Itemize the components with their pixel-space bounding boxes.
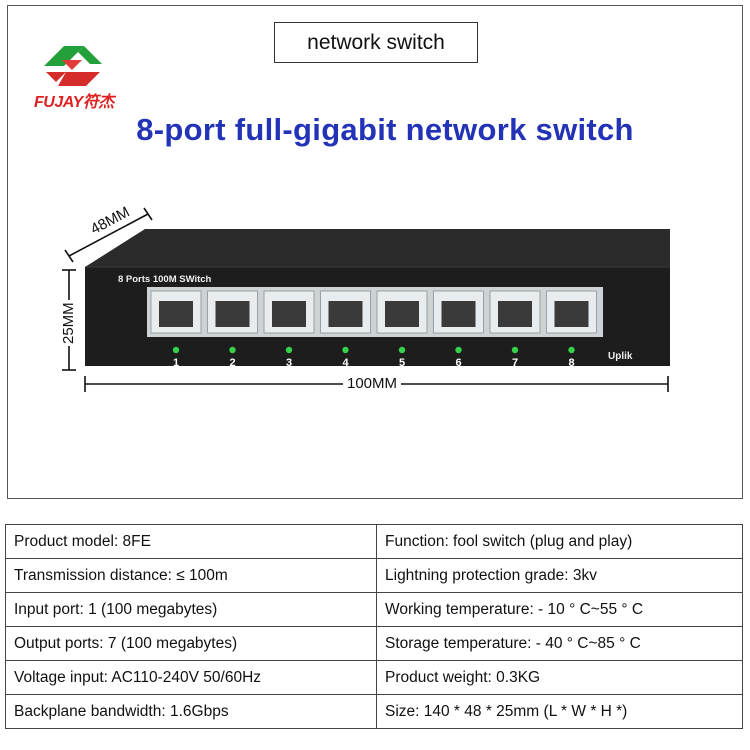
- spec-cell-right: Size: 140 * 48 * 25mm (L * W * H *): [376, 694, 743, 729]
- port-socket: [498, 301, 532, 327]
- port-led-icon: [285, 346, 293, 354]
- port-number: 5: [399, 357, 405, 369]
- port-number: 6: [455, 357, 461, 369]
- port-led-icon: [568, 346, 575, 354]
- port-socket: [554, 301, 589, 327]
- port-led-icon: [455, 346, 462, 354]
- port-number: 8: [568, 357, 574, 369]
- headline: 8-port full-gigabit network switch: [136, 112, 634, 147]
- device-label: 8 Ports 100M SWitch: [118, 274, 212, 285]
- spec-cell-right: Storage temperature: - 40 ° C~85 ° C: [376, 626, 743, 661]
- product-image-frame: [7, 5, 743, 499]
- width-dimension: 100MM: [343, 375, 402, 392]
- port-socket: [328, 301, 363, 327]
- spec-cell-left: Output ports: 7 (100 megabytes): [5, 626, 377, 661]
- port-number: 2: [229, 357, 235, 369]
- port-led-icon: [398, 346, 406, 354]
- port-led-icon: [172, 346, 180, 354]
- port-socket: [215, 301, 250, 327]
- spec-cell-left: Voltage input: AC110-240V 50/60Hz: [5, 660, 377, 695]
- port-socket: [385, 301, 419, 327]
- port-led-icon: [229, 346, 236, 354]
- spec-cell-right: Lightning protection grade: 3kv: [376, 558, 743, 593]
- port-socket: [441, 301, 476, 327]
- spec-cell-left: Transmission distance: ≤ 100m: [5, 558, 377, 593]
- uplink-label: Uplik: [608, 351, 633, 362]
- port-led-icon: [511, 346, 519, 354]
- spec-cell-right: Function: fool switch (plug and play): [376, 524, 743, 559]
- brand-logo-text: FUJAY符杰: [34, 94, 114, 111]
- spec-cell-right: Product weight: 0.3KG: [376, 660, 743, 695]
- spec-cell-left: Input port: 1 (100 megabytes): [5, 592, 377, 627]
- spec-row: Output ports: 7 (100 megabytes)Storage t…: [5, 626, 743, 661]
- spec-cell-left: Product model: 8FE: [5, 524, 377, 559]
- port-socket: [272, 301, 306, 327]
- spec-row: Input port: 1 (100 megabytes)Working tem…: [5, 592, 743, 627]
- spec-cell-right: Working temperature: - 10 ° C~55 ° C: [376, 592, 743, 627]
- spec-cell-left: Backplane bandwidth: 1.6Gbps: [5, 694, 377, 729]
- switch-device: 1 2 3 4 5 6 7 8: [85, 229, 670, 369]
- port-socket: [159, 301, 193, 327]
- port-led-icon: [342, 346, 349, 354]
- dimension-lines: [62, 207, 669, 392]
- port-number: 4: [342, 357, 349, 369]
- brand-logo-icon: [44, 46, 102, 86]
- port-number: 7: [512, 357, 518, 369]
- port-number: 1: [173, 357, 179, 369]
- port-number: 3: [286, 357, 292, 369]
- height-dimension: 25MM: [60, 300, 77, 346]
- title-box: network switch: [274, 22, 478, 63]
